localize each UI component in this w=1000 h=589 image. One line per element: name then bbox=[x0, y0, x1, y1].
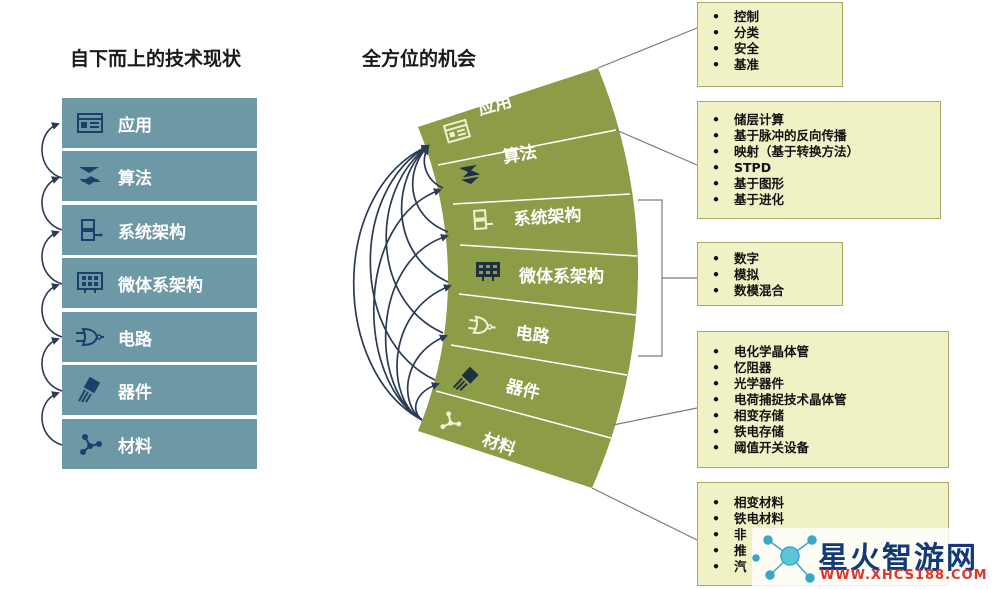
fan-divider bbox=[459, 244, 638, 257]
list-item: 电荷捕捉技术晶体管 bbox=[708, 392, 940, 408]
app-window-icon bbox=[68, 113, 112, 133]
list-item: 电化学晶体管 bbox=[708, 344, 940, 360]
list-item: 忆阻器 bbox=[708, 360, 940, 376]
system-architecture-icon bbox=[68, 218, 112, 242]
microarchitecture-icon bbox=[68, 271, 112, 295]
left-item-label: 电路 bbox=[118, 329, 152, 350]
fan-divider bbox=[437, 129, 617, 166]
box-architecture: 数字 模拟 数模混合 bbox=[697, 242, 843, 306]
list-item: 数模混合 bbox=[708, 283, 834, 299]
fan-divider bbox=[435, 390, 612, 439]
left-item-label: 算法 bbox=[118, 168, 152, 189]
left-item-label: 微体系架构 bbox=[118, 275, 203, 296]
list-item: 相变材料 bbox=[708, 495, 940, 511]
list-item: 分类 bbox=[708, 25, 834, 41]
left-item-label: 材料 bbox=[118, 436, 152, 457]
list-item: 铁电材料 bbox=[708, 511, 940, 527]
list-item: 储层计算 bbox=[708, 112, 932, 128]
left-item-algorithm: 算法 bbox=[62, 151, 257, 201]
left-item-label: 系统架构 bbox=[118, 222, 186, 243]
list-item: 汽 bbox=[708, 559, 940, 575]
fan-divider bbox=[458, 293, 637, 316]
box-connectors bbox=[591, 27, 698, 541]
circuit-icon bbox=[468, 315, 496, 334]
circuit-icon bbox=[68, 327, 112, 347]
fan-label-microarchitecture: 微体系架构 bbox=[518, 266, 604, 287]
box-application: 控制 分类 安全 基准 bbox=[697, 2, 843, 87]
watermark-title: 星火智游网 bbox=[818, 541, 978, 576]
left-item-application: 应用 bbox=[62, 98, 257, 148]
microarchitecture-icon bbox=[476, 262, 500, 281]
list-item: 数字 bbox=[708, 251, 834, 267]
material-icon bbox=[440, 411, 462, 430]
fan-title: 全方位的机会 bbox=[362, 48, 477, 70]
left-panel-title: 自下而上的技术现状 bbox=[70, 48, 242, 70]
list-item: 基于图形 bbox=[708, 176, 932, 192]
system-architecture-icon bbox=[472, 209, 494, 231]
list-item: 光学器件 bbox=[708, 376, 940, 392]
device-icon bbox=[452, 366, 479, 391]
left-item-label: 器件 bbox=[118, 382, 152, 403]
algorithm-icon bbox=[68, 165, 112, 187]
left-item-circuit: 电路 bbox=[62, 312, 257, 362]
app-window-icon bbox=[442, 118, 472, 144]
list-item: 控制 bbox=[708, 9, 834, 25]
box-algorithm: 储层计算 基于脉冲的反向传播 映射（基于转换方法） STPD 基于图形 基于进化 bbox=[697, 101, 941, 219]
list-item: 映射（基于转换方法） bbox=[708, 144, 932, 160]
fan-label-circuit: 电路 bbox=[514, 322, 552, 348]
left-stack-arrows bbox=[41, 122, 63, 446]
left-item-material: 材料 bbox=[62, 419, 257, 469]
interconnect-arrows bbox=[352, 144, 452, 421]
list-item: 推 bbox=[708, 543, 940, 559]
left-item-microarchitecture: 微体系架构 bbox=[62, 258, 257, 308]
list-item: 基于脉冲的反向传播 bbox=[708, 128, 932, 144]
list-item: 基于进化 bbox=[708, 192, 932, 208]
material-icon bbox=[68, 432, 112, 456]
list-item: 铁电存储 bbox=[708, 424, 940, 440]
list-item: 安全 bbox=[708, 41, 834, 57]
list-item: 基准 bbox=[708, 57, 834, 73]
list-item: 非 bbox=[708, 527, 940, 543]
left-item-device: 器件 bbox=[62, 365, 257, 415]
list-item: STPD bbox=[708, 160, 932, 176]
left-item-system-architecture: 系统架构 bbox=[62, 205, 257, 255]
list-item: 模拟 bbox=[708, 267, 834, 283]
fan-label-system-architecture: 系统架构 bbox=[513, 204, 582, 230]
left-item-label: 应用 bbox=[118, 115, 152, 136]
device-icon bbox=[68, 377, 112, 403]
fan-divider bbox=[452, 193, 631, 205]
fan-divider bbox=[450, 344, 628, 376]
algorithm-icon bbox=[459, 164, 481, 185]
watermark-url: WWW.XHCS188.COM bbox=[820, 568, 988, 583]
box-device: 电化学晶体管 忆阻器 光学器件 电荷捕捉技术晶体管 相变存储 铁电存储 阈值开关… bbox=[697, 331, 949, 468]
list-item: 阈值开关设备 bbox=[708, 440, 940, 456]
list-item: 相变存储 bbox=[708, 408, 940, 424]
